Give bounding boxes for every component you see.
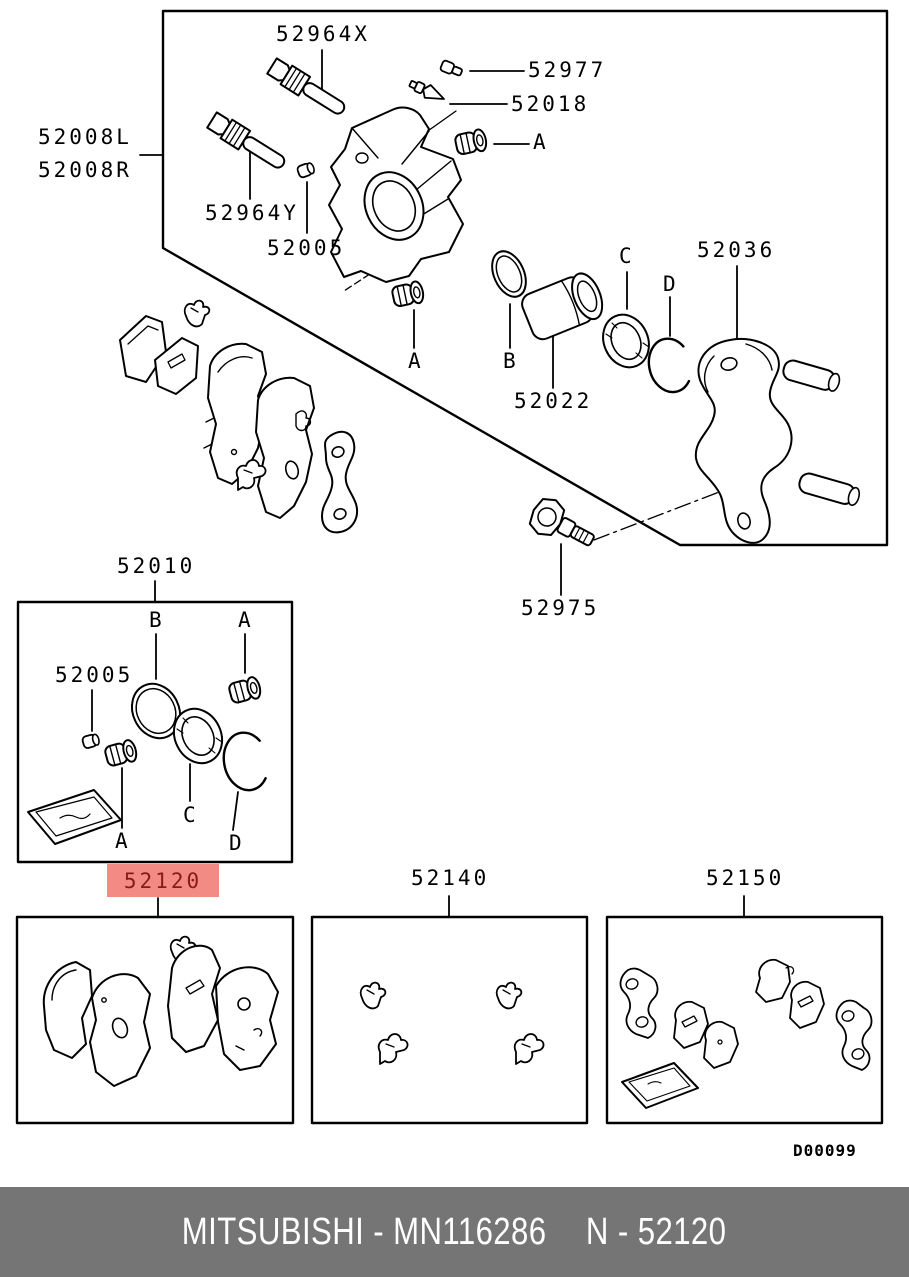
pad-assembly — [119, 299, 358, 534]
footer-banner: MITSUBISHI - MN116286 N - 52120 — [0, 1187, 909, 1277]
label-clip-kit: 52140 — [411, 866, 490, 890]
piston-part — [521, 272, 604, 341]
label-cap-52005: 52005 — [267, 236, 346, 260]
label-boot-a-mid: A — [408, 349, 424, 373]
clip-kit-box — [310, 915, 589, 1125]
label-caliper-lh: 52008L — [38, 125, 132, 149]
cap-52005-part — [295, 160, 317, 180]
pads-kit-box — [15, 915, 295, 1125]
label-shim-kit: 52150 — [706, 866, 785, 890]
guide-pin-upper — [265, 55, 351, 121]
label-pin-lower: 52964Y — [205, 201, 299, 225]
label-kit-snap-ring-d: D — [229, 831, 245, 855]
footer-reference: N - 52120 — [586, 1210, 727, 1253]
label-seal-c: C — [619, 244, 635, 268]
label-bolt: 52975 — [521, 596, 600, 620]
drawing-code: D00099 — [793, 1141, 857, 1160]
label-kit-seal-c: C — [183, 803, 199, 827]
footer-text: MITSUBISHI - MN116286 N - 52120 — [182, 1211, 727, 1254]
label-bleeder-valve: 52018 — [511, 92, 590, 116]
label-bleeder-cap: 52977 — [528, 58, 607, 82]
label-boot-a-upper: A — [533, 130, 549, 154]
bolt-part — [528, 498, 595, 547]
bracket-part — [694, 338, 861, 544]
label-kit-ring-b: B — [149, 608, 165, 632]
boot-a-upper-part — [453, 127, 489, 158]
label-kit-boot-a-lower: A — [115, 829, 131, 853]
label-ring-b: B — [503, 349, 519, 373]
piston-seal-part — [602, 313, 650, 369]
guide-pin-lower — [205, 109, 291, 175]
boot-a-mid-part — [390, 279, 426, 310]
diagram-artwork — [15, 9, 889, 1125]
label-snap-ring-d: D — [663, 272, 679, 296]
label-kit-cap: 52005 — [55, 663, 134, 687]
label-caliper-rh: 52008R — [38, 158, 132, 182]
main-box — [161, 9, 889, 547]
bleeder-valve-part — [408, 80, 445, 100]
label-pin-upper: 52964X — [276, 22, 370, 46]
bleeder-cap-part — [439, 59, 463, 77]
seal-kit-box — [16, 600, 294, 864]
label-piston: 52022 — [514, 389, 593, 413]
label-pads-kit-highlighted[interactable]: 52120 — [107, 864, 219, 897]
snap-ring-part — [647, 337, 691, 394]
ring-b-part — [491, 250, 527, 298]
pads-kit-number: 52120 — [123, 868, 203, 893]
footer-brand-part: MITSUBISHI - MN116286 — [182, 1210, 547, 1253]
shim-kit-box — [605, 915, 884, 1125]
leader-lines — [91, 49, 745, 917]
label-bracket: 52036 — [697, 238, 776, 262]
label-kit-boot-a-upper: A — [238, 608, 254, 632]
caliper-body — [328, 106, 464, 283]
center-lines — [343, 110, 728, 541]
label-seal-kit: 52010 — [117, 554, 196, 578]
